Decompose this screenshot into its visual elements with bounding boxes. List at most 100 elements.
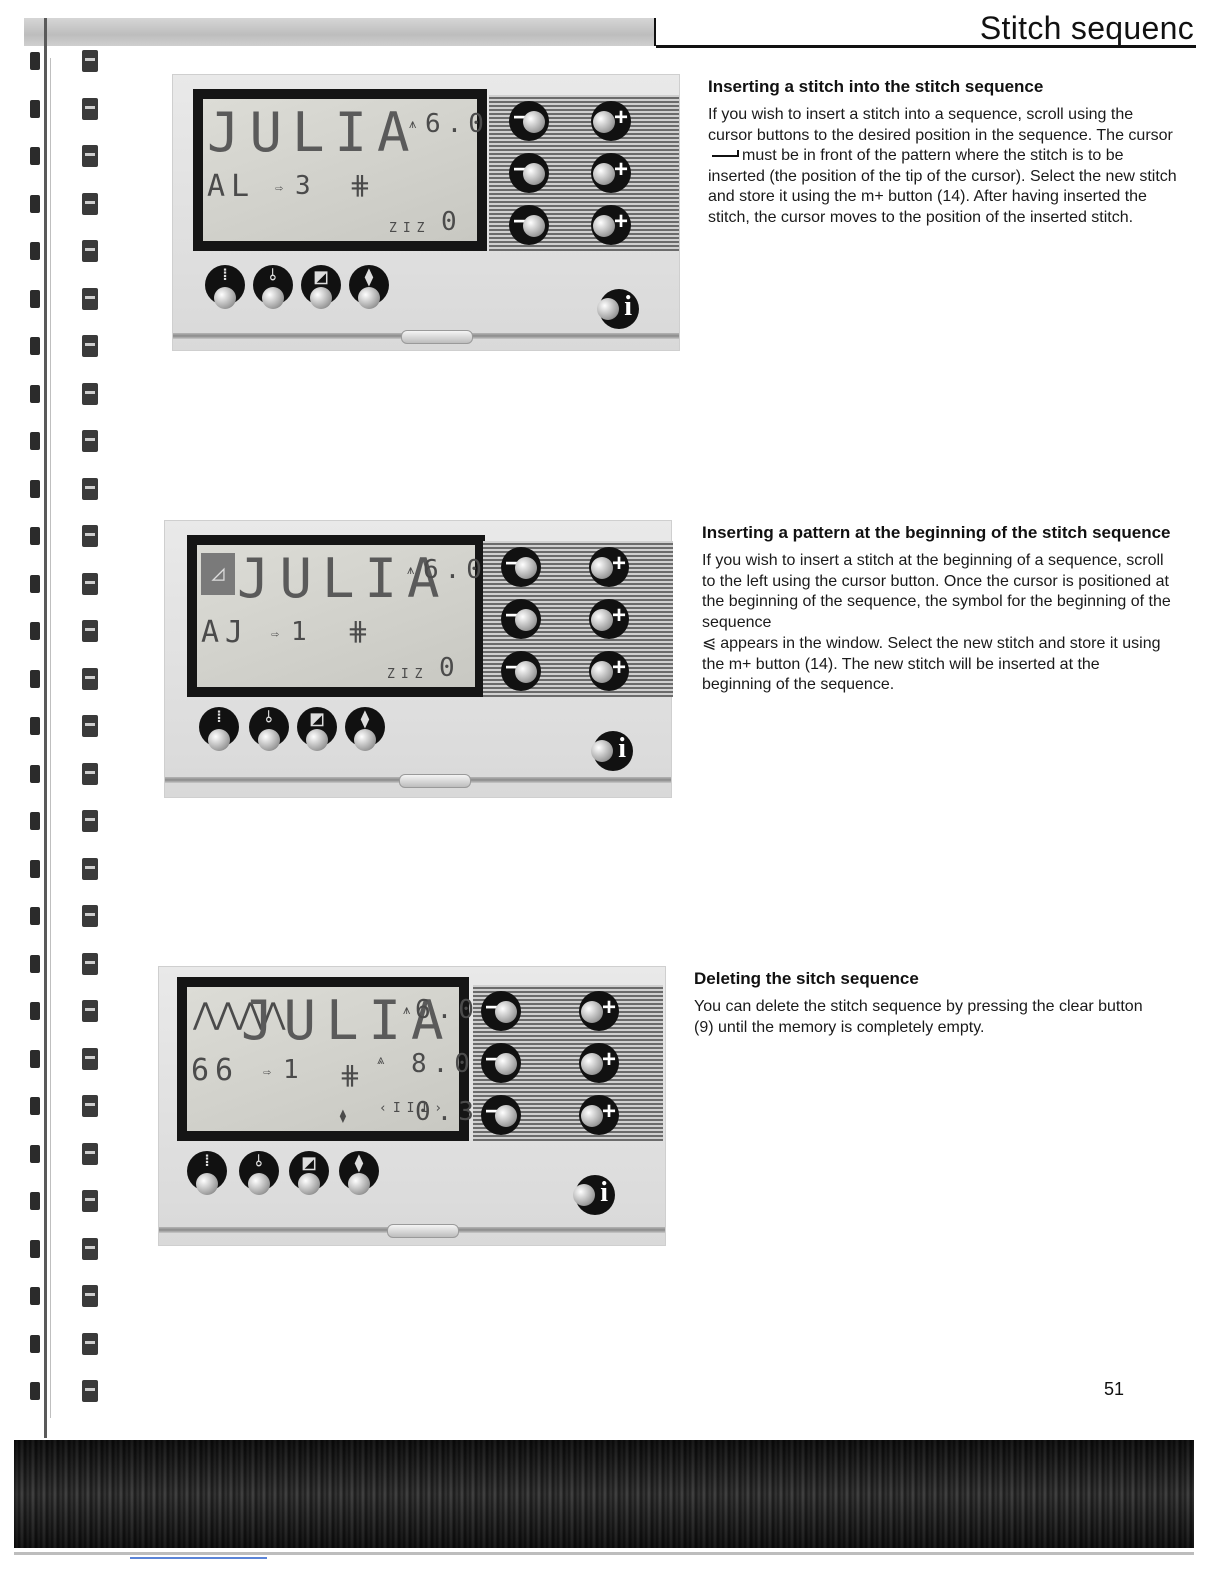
width-icon: ⩚ (409, 117, 423, 132)
minus-button[interactable]: − (509, 153, 549, 193)
width-value: 6.0 (423, 555, 488, 585)
button-knob (523, 163, 545, 185)
pattern-name: JULIA (207, 101, 420, 164)
page-number: 51 (1104, 1379, 1125, 1399)
needle-position-button[interactable]: ⫰ (253, 265, 293, 309)
mirror-image-icon: ◩ (309, 711, 325, 728)
spiral-binding (0, 18, 120, 1438)
section-heading: Inserting a stitch into the stitch seque… (708, 77, 1044, 96)
info-button[interactable]: i (573, 1175, 615, 1215)
stitch-symbol-icon: ⋕ (339, 1061, 367, 1091)
memory-icon: ⇨ (271, 627, 285, 642)
binding-ring (30, 50, 100, 72)
needle-position-icon: ⫰ (265, 709, 273, 726)
lcd-frame: ⋀⋀⋀⋀ JULIA ⩚ 6.0 66 ⇨ 1 ⋕ ⩓ 8.0 ⧫ ‹III› … (177, 977, 474, 1141)
pattern-name: JULIA (241, 989, 454, 1052)
counter-value: 0 (439, 653, 461, 683)
width-icon: ⩚ (407, 563, 421, 578)
mirror-image-button[interactable]: ◩ (289, 1151, 329, 1195)
panel-latch (401, 330, 473, 344)
minus-button[interactable]: − (481, 991, 521, 1031)
minus-button[interactable]: − (501, 651, 541, 691)
lcd-display: ◿ JULIA ⩚ 6.0 AJ ⇨ 1 ⋕ ZIZ 0 (197, 545, 482, 687)
header-divider (654, 18, 656, 46)
plus-button[interactable]: + (589, 599, 629, 639)
needle-stop-icon: ⁞ (216, 709, 222, 726)
plus-button[interactable]: + (589, 547, 629, 587)
sequence-begin-icon: ⩿ (702, 633, 717, 652)
sequence-code: AL (207, 169, 256, 204)
needle-stop-icon: ⁞ (222, 267, 228, 284)
balance-button[interactable]: ⧫ (349, 265, 389, 309)
minus-button[interactable]: − (509, 101, 549, 141)
sequence-code: 66 (191, 1053, 240, 1088)
binding-ring (30, 1285, 100, 1307)
needle-stop-button[interactable]: ⁞ (187, 1151, 227, 1195)
button-knob (593, 163, 615, 185)
minus-button[interactable]: − (481, 1043, 521, 1083)
section-body: If you wish to insert a stitch at the be… (702, 552, 1171, 693)
header-rule (656, 45, 1196, 48)
balance-button[interactable]: ⧫ (345, 707, 385, 751)
plus-button[interactable]: + (591, 205, 631, 245)
minus-button[interactable]: − (501, 547, 541, 587)
binding-ring (30, 1095, 100, 1117)
mirror-image-button[interactable]: ◩ (297, 707, 337, 751)
balance-icon: ⧫ (361, 711, 369, 728)
memory-icon: ⇨ (275, 181, 289, 196)
binding-ring (30, 240, 100, 262)
width-value: 6.0 (425, 109, 490, 139)
section-insert-stitch: Inserting a stitch into the stitch seque… (708, 76, 1178, 228)
balance-button[interactable]: ⧫ (339, 1151, 379, 1195)
section-body: You can delete the stitch sequence by pr… (694, 998, 1143, 1036)
density-icon: ‹III› (379, 1101, 449, 1116)
info-button[interactable]: i (597, 289, 639, 329)
page-title: Stitch sequenc (979, 10, 1194, 46)
pattern-name: JULIA (237, 547, 450, 610)
needle-stop-icon: ⁞ (204, 1153, 210, 1170)
needle-stop-button[interactable]: ⁞ (199, 707, 239, 751)
minus-button[interactable]: − (481, 1095, 521, 1135)
minus-button[interactable]: − (501, 599, 541, 639)
plus-button[interactable]: + (579, 1043, 619, 1083)
needle-stop-button[interactable]: ⁞ (205, 265, 245, 309)
plus-button[interactable]: + (589, 651, 629, 691)
binding-spine-shadow (50, 58, 51, 1418)
section-delete-sequence: Deleting the sitch sequence You can dele… (694, 968, 1164, 1038)
info-button[interactable]: i (591, 731, 633, 771)
balance-icon: ⧫ (365, 269, 373, 286)
info-icon: i (618, 733, 626, 764)
needle-position-button[interactable]: ⫰ (249, 707, 289, 751)
plus-button[interactable]: + (591, 153, 631, 193)
plus-button[interactable]: + (579, 991, 619, 1031)
binding-ring (30, 1332, 100, 1355)
binding-ring (30, 810, 100, 832)
button-knob (523, 111, 545, 133)
ziz-label: ZIZ (389, 221, 431, 236)
length-icon: ⩓ (377, 1053, 391, 1068)
plus-button[interactable]: + (579, 1095, 619, 1135)
lcd-frame: ◿ JULIA ⩚ 6.0 AJ ⇨ 1 ⋕ ZIZ 0 (187, 535, 485, 697)
satin-stitch-icon: ⋀⋀⋀⋀ (193, 997, 285, 1032)
binding-ring (30, 952, 100, 975)
section-body: If you wish to insert a stitch into a se… (708, 106, 1177, 226)
counter-value: 0 (441, 207, 463, 237)
ziz-label: ZIZ (387, 667, 429, 682)
binding-ring (30, 525, 100, 547)
binding-ring (30, 477, 100, 500)
needle-position-button[interactable]: ⫰ (239, 1151, 279, 1195)
binding-ring (30, 715, 100, 737)
button-knob (593, 111, 615, 133)
balance-icon: ⧫ (355, 1155, 363, 1172)
binding-ring (30, 1047, 100, 1070)
plus-button[interactable]: + (591, 101, 631, 141)
cursor-icon (712, 149, 739, 157)
minus-button[interactable]: − (509, 205, 549, 245)
binding-ring (30, 97, 100, 120)
memory-position: 3 (295, 171, 317, 201)
footer-link-line (130, 1557, 267, 1559)
binding-ring (30, 1190, 100, 1212)
sequence-begin-icon: ◿ (201, 553, 235, 595)
mirror-image-button[interactable]: ◩ (301, 265, 341, 309)
header-band (24, 18, 654, 46)
